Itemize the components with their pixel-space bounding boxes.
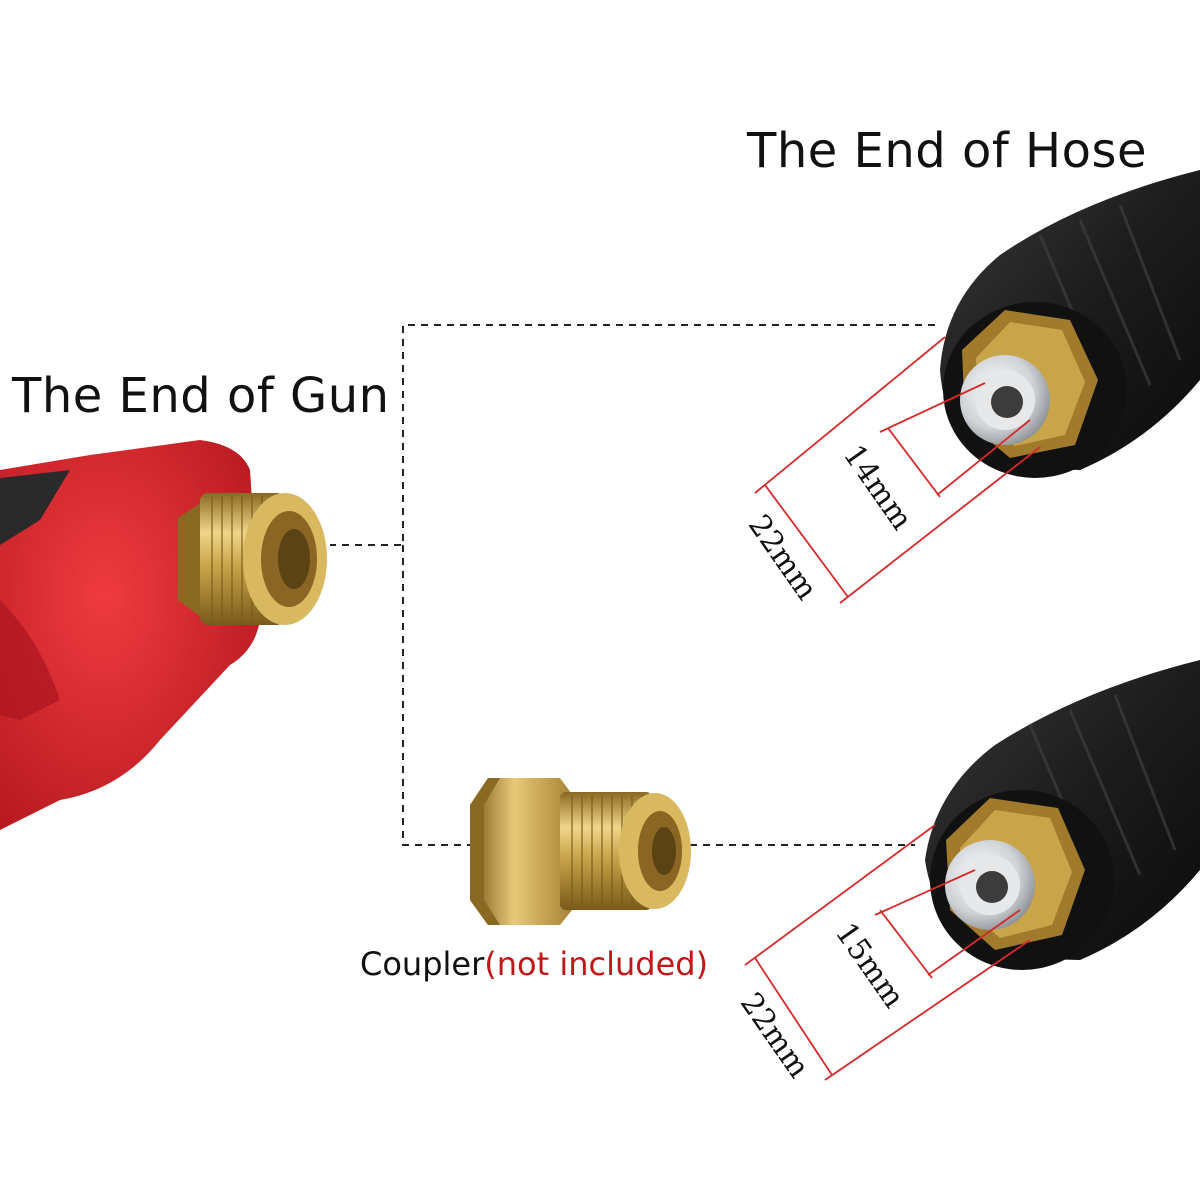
hose-end-bottom bbox=[925, 660, 1200, 970]
dimension-lines-bottom bbox=[744, 824, 1031, 1081]
connector-line-bottom bbox=[402, 545, 470, 846]
gun-brass-fitting bbox=[178, 493, 327, 625]
spray-gun bbox=[0, 440, 327, 830]
gun-grip-dark bbox=[0, 470, 70, 545]
dimension-lines-top bbox=[754, 336, 1041, 604]
coupler-fitting bbox=[470, 778, 691, 925]
connector-line-top bbox=[330, 324, 935, 546]
coupler-not-included-note: (not included) bbox=[484, 945, 709, 983]
hose-end-top bbox=[940, 170, 1200, 478]
gun-body-shadow bbox=[0, 600, 60, 720]
coupler-label: Coupler bbox=[360, 945, 485, 983]
connector-lines bbox=[330, 324, 935, 846]
coupler-caption: Coupler(not included) bbox=[360, 945, 708, 983]
hose-end-title: The End of Hose bbox=[747, 123, 1148, 179]
gun-end-title: The End of Gun bbox=[12, 368, 390, 424]
